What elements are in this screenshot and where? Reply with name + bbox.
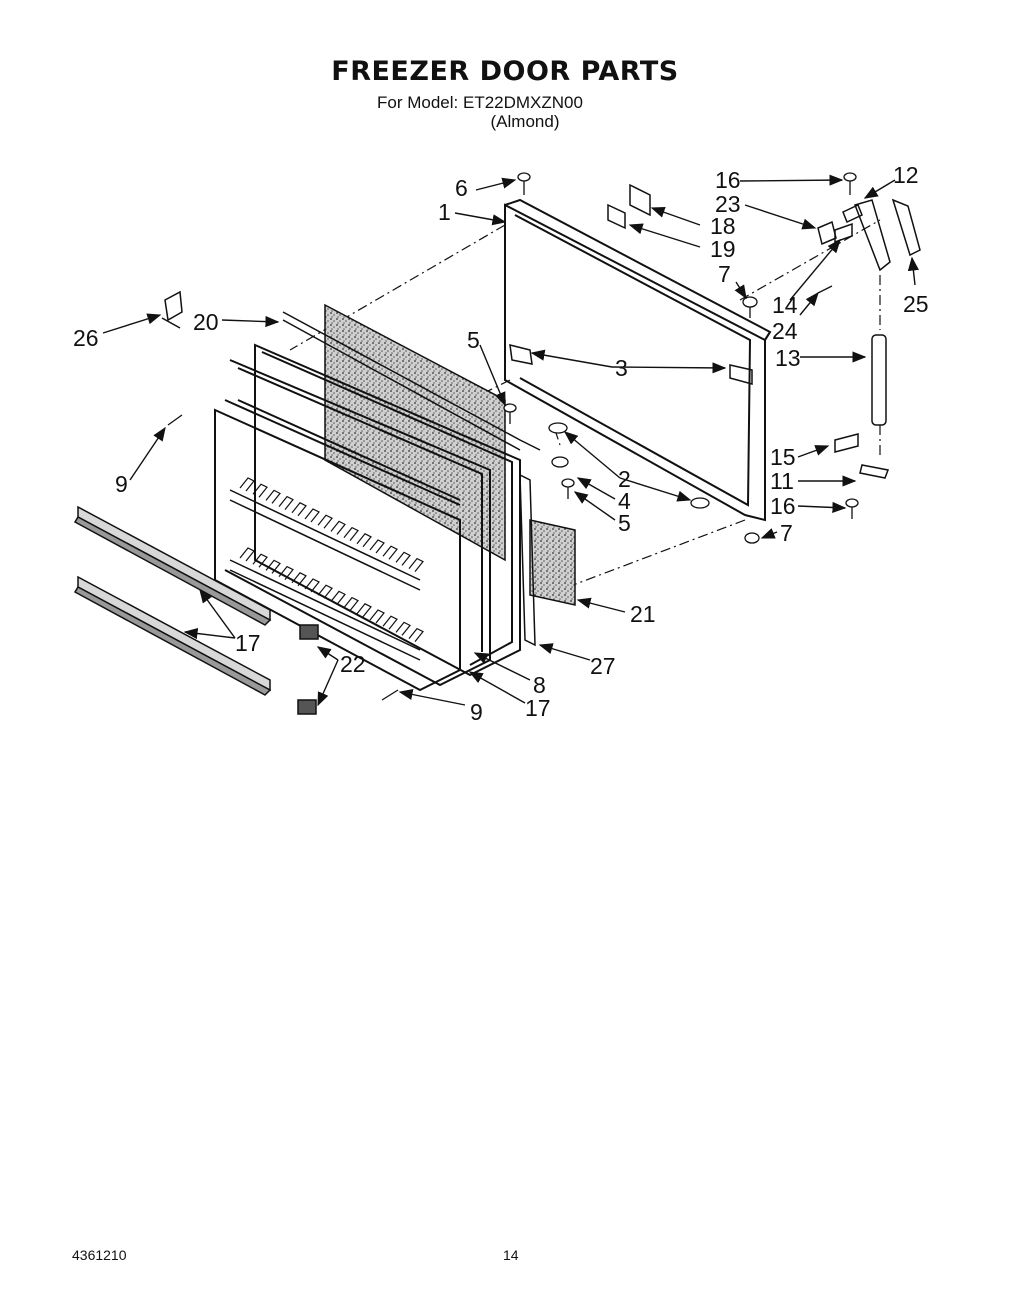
shelf-tooth [395,551,411,566]
callout-8: 8 [533,672,546,698]
callout-26: 26 [73,325,99,351]
shelf-end-caps [297,624,319,715]
callout-23: 23 [715,191,741,217]
hinge-parts [817,198,921,479]
shelf-tooth [304,578,320,593]
callout-9-left: 9 [115,471,128,497]
shelf-tooth [317,584,333,599]
callout-22: 22 [340,651,366,677]
shelf-tooth [252,553,268,568]
callout-5-bottom: 5 [618,510,631,536]
shelf-tooth [382,545,398,560]
door-outer-panel [504,198,772,522]
shelf-tooth [330,520,346,535]
callout-7-bottom: 7 [780,520,793,546]
callout-5-top: 5 [467,327,480,353]
door-hinge-brackets [509,344,753,385]
shelf-bars [73,505,272,696]
shelf-tooth [369,609,385,624]
shelf-tooth [343,526,359,541]
shelf-tooth [408,557,424,572]
callout-21: 21 [630,601,656,627]
model-label: For Model: ET22DMXZN00 [377,93,583,112]
callout-4: 4 [618,488,631,514]
shelf-tooth [278,495,294,510]
callout-17: 17 [235,630,261,656]
callout-numbers: 6 1 16 12 23 18 19 7 14 24 25 13 3 5 15 … [73,162,929,725]
shelf-tooth [395,621,411,636]
shelf-tooth [278,565,294,580]
callout-3: 3 [615,355,628,381]
door-stop [161,290,183,329]
callout-leaders [102,174,919,707]
callout-7-top: 7 [718,261,731,287]
shelf-tooth [239,547,255,562]
callout-13: 15 [770,444,796,470]
shelf-tooth [304,508,320,523]
shelf-tooth [252,483,268,498]
shelf-tooth [265,559,281,574]
shelf-tooth [356,533,372,548]
callout-25: 25 [903,291,929,317]
document-number: 4361210 [72,1247,127,1263]
callout-20: 20 [193,309,219,335]
callout-19: 19 [710,236,736,262]
liner-shelf-teeth [239,477,424,642]
shelf-tooth [382,615,398,630]
callout-11: 11 [770,468,794,494]
callout-2: 2 [618,466,631,492]
callout-12: 13 [775,345,801,371]
shelf-tooth [343,596,359,611]
callout-1: 1 [438,199,451,225]
page-number: 14 [503,1247,519,1263]
callout-6: 6 [455,175,468,201]
callout-16-top: 16 [715,167,741,193]
door-liner [214,399,461,692]
page-title: FREEZER DOOR PARTS [331,56,679,87]
shelf-tooth [291,572,307,587]
callout-16-bottom: 16 [770,493,796,519]
shelf-tooth [330,590,346,605]
hardware-screws [167,172,859,701]
liner-shelf-ribs [229,489,421,661]
shelf-tooth [408,627,424,642]
shelf-tooth [291,502,307,517]
shelf-tooth [265,489,281,504]
door-insulation [324,303,576,606]
color-label: (Almond) [490,112,560,131]
callout-14: 14 [772,292,798,318]
hinge-trim-strip [519,473,536,647]
callout-9-bottom: 9 [470,699,483,725]
shelf-tooth [317,514,333,529]
shelf-tooth [369,539,385,554]
callout-10: 12 [893,162,919,188]
callout-27: 27 [590,653,616,679]
shelf-tooth [239,477,255,492]
door-labels [607,183,651,230]
callout-24: 24 [772,318,798,344]
shelf-tooth [356,603,372,618]
callout-15: 17 [525,695,551,721]
callout-18: 18 [710,213,736,239]
breaker-strip [282,311,541,451]
